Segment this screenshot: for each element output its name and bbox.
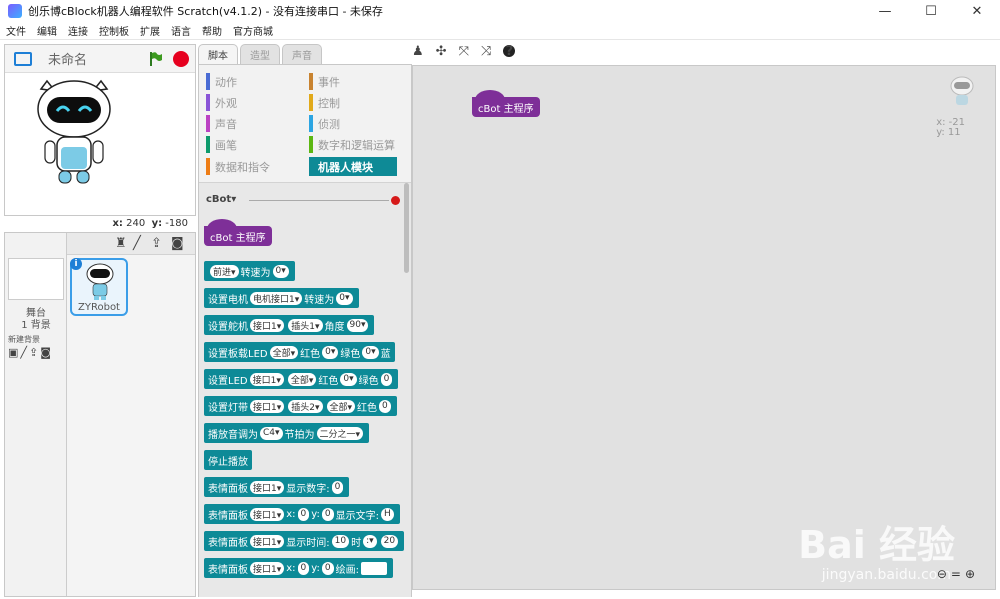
category-control[interactable]: 控制 <box>309 93 404 112</box>
menu-board[interactable]: 控制板 <box>99 27 129 38</box>
title-bar: 创乐博cBlock机器人编程软件 Scratch(v4.1.2) - 没有连接串… <box>0 0 1000 22</box>
menu-language[interactable]: 语言 <box>171 27 191 38</box>
upload-sprite-icon[interactable]: ⇪ <box>151 236 162 251</box>
background-count: 1 背景 <box>21 320 51 331</box>
palette-scrollbar[interactable] <box>404 183 409 273</box>
fullscreen-icon[interactable] <box>14 51 32 66</box>
category-list: 动作 事件 外观 控制 声音 侦测 画笔 数字和逻辑运算 数据和指令 机器人模块 <box>199 65 411 183</box>
menu-help[interactable]: 帮助 <box>202 27 222 38</box>
zoom-controls: ⊖ = ⊕ <box>937 567 975 581</box>
sprite-mini-icon <box>950 76 974 105</box>
upload-icon[interactable]: ⇪ <box>29 346 41 359</box>
sprite-toolbar: ♜ ╱ ⇪ ◙ <box>67 233 195 255</box>
grow-icon[interactable]: ⤧ <box>458 43 469 59</box>
stage-coordinates: x: 240 y: -180 <box>112 218 188 229</box>
camera-sprite-icon[interactable]: ◙ <box>171 236 184 251</box>
help-icon[interactable]: ? <box>503 44 516 59</box>
hat-cap <box>207 219 237 229</box>
script-canvas[interactable]: cBot 主程序 x: -21 y: 11 Bai 经验 jingyan.bai… <box>412 65 996 590</box>
sprite-name: ZYRobot <box>78 302 120 313</box>
paint-sprite-icon[interactable]: ╱ <box>133 236 141 251</box>
section-divider <box>249 200 389 201</box>
menu-store[interactable]: 官方商城 <box>233 27 273 38</box>
zoom-out-icon[interactable]: ⊖ <box>936 567 947 581</box>
category-sound[interactable]: 声音 <box>206 114 301 133</box>
duplicate-icon[interactable]: ♟ <box>412 43 424 59</box>
app-icon <box>8 4 22 18</box>
info-icon[interactable]: i <box>70 258 82 270</box>
zoom-reset-icon[interactable]: = <box>950 567 961 581</box>
delete-icon[interactable]: ✣ <box>435 43 447 59</box>
image-icon[interactable]: ▣ <box>8 346 21 359</box>
camera-icon[interactable]: ◙ <box>40 346 53 359</box>
robot-thumbnail <box>86 263 114 300</box>
category-sensing[interactable]: 侦测 <box>309 114 404 133</box>
green-flag-icon[interactable] <box>149 51 163 67</box>
connection-status-dot <box>391 196 400 205</box>
category-robot[interactable]: 机器人模块 <box>309 157 397 176</box>
robot-sprite-image[interactable] <box>33 79 115 187</box>
close-button[interactable]: ✕ <box>971 3 983 19</box>
stage-label: 舞台 <box>26 308 46 319</box>
zoom-in-icon[interactable]: ⊕ <box>964 567 975 581</box>
maximize-button[interactable]: ☐ <box>925 3 937 19</box>
menu-edit[interactable]: 编辑 <box>37 27 57 38</box>
editor-tabs: 脚本 造型 声音 <box>198 44 324 64</box>
background-tools: ▣╱⇪◙ <box>8 346 53 359</box>
window-title: 创乐博cBlock机器人编程软件 Scratch(v4.1.2) - 没有连接串… <box>28 5 383 18</box>
baidu-watermark: Bai 经验 <box>798 523 955 567</box>
menu-connect[interactable]: 连接 <box>68 27 88 38</box>
shrink-icon[interactable]: ⤨ <box>480 43 492 59</box>
category-events[interactable]: 事件 <box>309 72 404 91</box>
block-stop-play[interactable]: 停止播放 <box>204 450 252 470</box>
baidu-watermark-url: jingyan.baidu.com <box>821 567 951 583</box>
block-palette: 动作 事件 外观 控制 声音 侦测 画笔 数字和逻辑运算 数据和指令 机器人模块… <box>198 64 412 597</box>
paint-icon[interactable]: ╱ <box>20 346 30 359</box>
stage-thumbnail[interactable] <box>8 258 64 300</box>
stage-column: 舞台 1 背景 新建背景 ▣╱⇪◙ <box>5 233 67 596</box>
sprite-library-icon[interactable]: ♜ <box>115 236 127 251</box>
sprite-position: x: -21 y: 11 <box>936 117 965 138</box>
canvas-hat-cap <box>475 90 505 100</box>
stage-panel: 未命名 <box>4 44 196 216</box>
cbot-section-header[interactable]: cBot▾ <box>206 194 237 205</box>
minimize-button[interactable]: — <box>878 3 892 19</box>
tab-sounds[interactable]: 声音 <box>282 44 322 64</box>
stop-icon[interactable] <box>173 51 189 67</box>
tab-scripts[interactable]: 脚本 <box>198 44 238 64</box>
menu-bar: 文件 编辑 连接 控制板 扩展 语言 帮助 官方商城 <box>0 22 1000 40</box>
category-motion[interactable]: 动作 <box>206 72 301 91</box>
menu-extensions[interactable]: 扩展 <box>140 27 160 38</box>
category-data[interactable]: 数据和指令 <box>206 157 301 176</box>
script-toolbar: ♟ ✣ ⤧ ⤨ ? <box>412 43 527 59</box>
category-pen[interactable]: 画笔 <box>206 135 301 154</box>
block-face-number[interactable]: 表情面板接口1▾显示数字:0 <box>204 477 350 497</box>
new-background-label: 新建背景 <box>8 335 40 344</box>
sprite-panel: 舞台 1 背景 新建背景 ▣╱⇪◙ ♜ ╱ ⇪ ◙ i ZYRobot <box>4 232 196 597</box>
canvas-block-cbot-main[interactable]: cBot 主程序 <box>472 97 540 117</box>
category-looks[interactable]: 外观 <box>206 93 301 112</box>
project-name[interactable]: 未命名 <box>48 53 88 68</box>
tab-costumes[interactable]: 造型 <box>240 44 280 64</box>
menu-file[interactable]: 文件 <box>6 27 26 38</box>
category-operators[interactable]: 数字和逻辑运算 <box>309 135 404 154</box>
sprite-card[interactable]: i ZYRobot <box>70 258 128 316</box>
block-cbot-main[interactable]: cBot 主程序 <box>204 226 272 246</box>
